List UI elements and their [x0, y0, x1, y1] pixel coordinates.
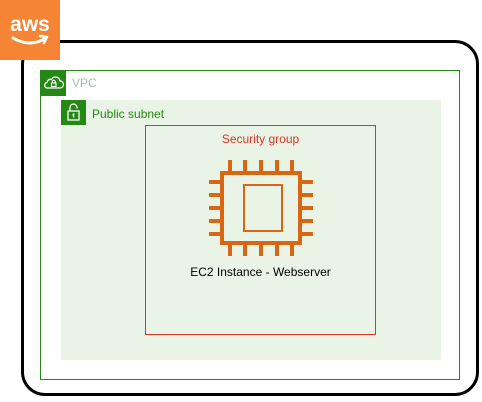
security-group-box	[145, 125, 376, 335]
aws-logo-icon: aws	[0, 0, 60, 60]
vpc-label: VPC	[72, 76, 97, 90]
ec2-chip-icon	[207, 158, 315, 258]
security-group-label: Security group	[221, 132, 300, 146]
vpc-cloud-lock-icon	[41, 71, 66, 96]
ec2-instance-label: EC2 Instance - Webserver	[190, 265, 331, 279]
aws-logo-text: aws	[10, 13, 50, 36]
subnet-lock-icon	[61, 100, 86, 125]
public-subnet-label: Public subnet	[92, 107, 165, 121]
